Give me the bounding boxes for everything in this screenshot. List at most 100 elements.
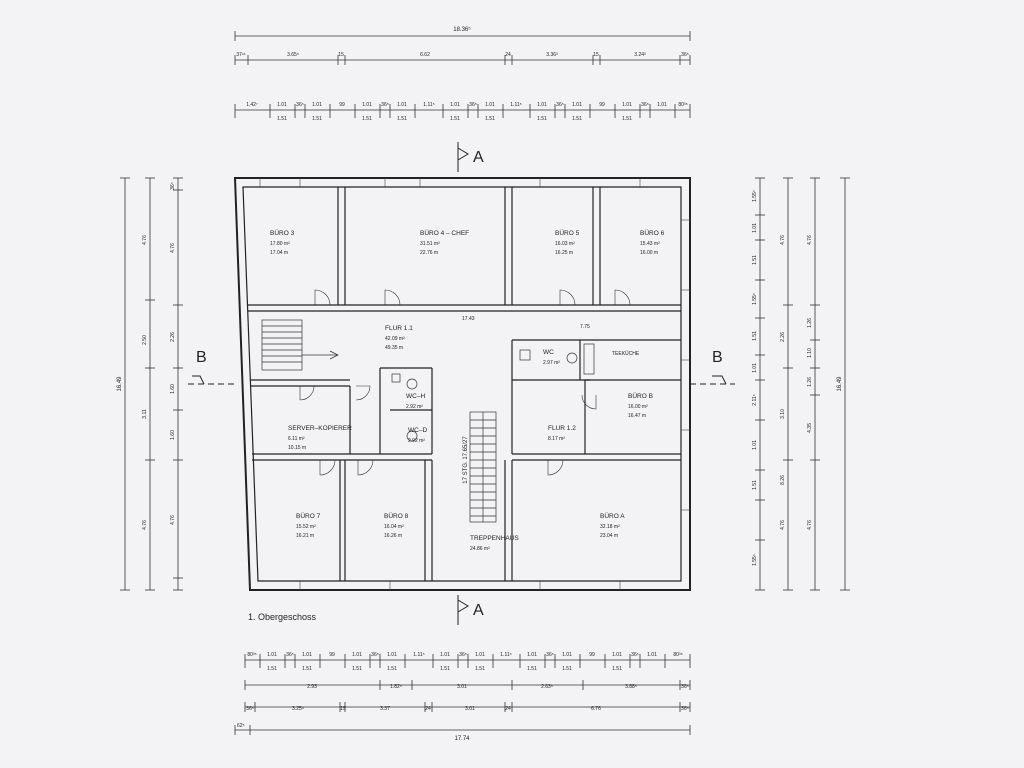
dimension-label: 2.11⁵ xyxy=(752,394,758,405)
room-name: BÜRO B xyxy=(628,392,653,400)
dimension-label: 1.51 xyxy=(485,116,495,122)
dimension-label: 1.01 xyxy=(362,102,372,108)
dimension-label: 4.76 xyxy=(142,520,148,530)
room-perimeter: 10.15 m xyxy=(288,445,306,451)
dimension-label: 3.24³ xyxy=(634,52,646,58)
room-perimeter: 16.26 m xyxy=(384,533,402,539)
dimension-label: 3.36³ xyxy=(546,52,558,58)
dimension-label: 1.51 xyxy=(267,666,277,672)
dimension-label: 24 xyxy=(425,706,431,712)
left-top-dimension: 36⁵ xyxy=(170,182,176,190)
room-perimeter: 17.04 m xyxy=(270,250,288,256)
dimension-label: 1.60 xyxy=(170,384,176,394)
dimension-label: 4.35 xyxy=(807,423,813,433)
room-name: FLUR 1.2 xyxy=(548,425,576,432)
room-area: 15.52 m² xyxy=(296,524,316,530)
room-name: BÜRO 8 xyxy=(384,512,409,520)
dimension-label: 1.60 xyxy=(170,430,176,440)
dimension-label: 4.76 xyxy=(780,235,786,245)
right-dimension-r2: 4.761.261.101.264.354.76 xyxy=(807,235,813,530)
dimension-label: 1.01 xyxy=(302,652,312,658)
dimension-label: 3.65⁵ xyxy=(287,52,299,58)
dimension-label: 1.51 xyxy=(752,480,758,490)
dimension-label: 1.11⁵ xyxy=(500,652,511,658)
side-dimension-chains xyxy=(120,177,850,591)
room-perimeter: 16.21 m xyxy=(296,533,314,539)
right-outer-dimension: 16.49 xyxy=(837,376,843,392)
dimension-label: 1.01 xyxy=(267,652,277,658)
dimension-label: 4.76 xyxy=(780,520,786,530)
room-name: BÜRO 3 xyxy=(270,229,295,237)
dimension-label: 8.26 xyxy=(780,475,786,485)
room-name: BÜRO 6 xyxy=(640,229,665,237)
dimension-label: 15 xyxy=(340,706,346,712)
dimension-label: 1.01 xyxy=(352,652,362,658)
room-name: BÜRO A xyxy=(600,512,625,520)
room-area: 16.03 m² xyxy=(555,241,575,247)
dimension-label: 1.51 xyxy=(352,666,362,672)
dimension-label: 36⁵ xyxy=(286,652,294,658)
dimension-label: 4.76 xyxy=(807,520,813,530)
room-perimeter: 16.00 m xyxy=(640,250,658,256)
dimension-label: 1.26 xyxy=(807,377,813,387)
dimension-label: 15 xyxy=(593,52,599,58)
dimension-label: 36⁵ xyxy=(556,102,564,108)
dimension-label: 36⁵ xyxy=(469,102,477,108)
flur-dimension: 17.43 xyxy=(462,316,475,322)
left-dimension-mid: 4.762.503.114.76 xyxy=(142,235,148,530)
dimension-label: 1.51 xyxy=(397,116,407,122)
dimension-label: 1.01 xyxy=(475,652,485,658)
dimension-label: 37⁹¹ xyxy=(236,52,246,58)
dimension-label: 1.01 xyxy=(537,102,547,108)
dimension-label: 4.76 xyxy=(142,235,148,245)
dimension-label: 1.55⁵ xyxy=(752,554,758,566)
dimension-label: 99 xyxy=(339,102,345,108)
dimension-label: 1.55⁵ xyxy=(752,293,758,305)
dimension-label: 1.26 xyxy=(807,318,813,328)
dimension-label: 1.42⁷ xyxy=(246,102,258,108)
dimension-label: 36⁵ xyxy=(381,102,389,108)
room-area: 24.86 m² xyxy=(470,546,490,552)
room-name: BÜRO 7 xyxy=(296,512,321,520)
dimension-label: 3.25⁴ xyxy=(292,706,304,712)
room-area: 32.18 m² xyxy=(600,524,620,530)
left-outer-dimension: 16.49 xyxy=(117,376,123,392)
dimension-label: 3.88⁵ xyxy=(625,684,637,690)
dimension-label: 1.51 xyxy=(387,666,397,672)
dimension-label: 1.01 xyxy=(752,440,758,450)
stair-label: 17 STG. 17.65/27 xyxy=(463,436,469,484)
dimension-label: 15 xyxy=(338,52,344,58)
bottom-total-dimension: 17.74 xyxy=(454,736,470,742)
dimension-label: 1.01 xyxy=(450,102,460,108)
staircase-main xyxy=(469,411,497,523)
dimension-label: 1.01 xyxy=(612,652,622,658)
room-area: 16.00 m² xyxy=(628,404,648,410)
dimension-label: 1.51 xyxy=(562,666,572,672)
dimension-label: 4.76 xyxy=(170,515,176,525)
dimension-label: 1.82⁵ xyxy=(390,684,402,690)
room-area: 42.09 m² xyxy=(385,336,405,342)
dimension-label: 2.26 xyxy=(780,332,786,342)
left-dimension-inner: 4.762.261.601.604.76 xyxy=(170,243,176,525)
dimension-label: 2.93 xyxy=(307,684,317,690)
dimension-label: 1.01 xyxy=(562,652,572,658)
dimension-label: 1.51 xyxy=(752,255,758,265)
dimension-label: 1.11⁵ xyxy=(423,102,434,108)
dimension-label: 1.51 xyxy=(362,116,372,122)
section-markers xyxy=(188,142,735,625)
dimension-label: 36⁵ xyxy=(296,102,304,108)
dimension-label: 1.01 xyxy=(622,102,632,108)
room-perimeter: 22.76 m xyxy=(420,250,438,256)
room-area: 2.92 m² xyxy=(408,438,425,444)
dimension-label: 36⁵ xyxy=(371,652,379,658)
door-swings xyxy=(299,289,631,476)
dimension-label: 80³⁵ xyxy=(247,652,256,658)
dimension-label: 6.62 xyxy=(420,52,430,58)
room-area: 8.17 m² xyxy=(548,436,565,442)
dimension-label: 1.01 xyxy=(397,102,407,108)
dimension-label: 36⁵ xyxy=(681,706,689,712)
dimension-label: 1.51 xyxy=(450,116,460,122)
section-a-bottom-label: A xyxy=(473,602,484,619)
